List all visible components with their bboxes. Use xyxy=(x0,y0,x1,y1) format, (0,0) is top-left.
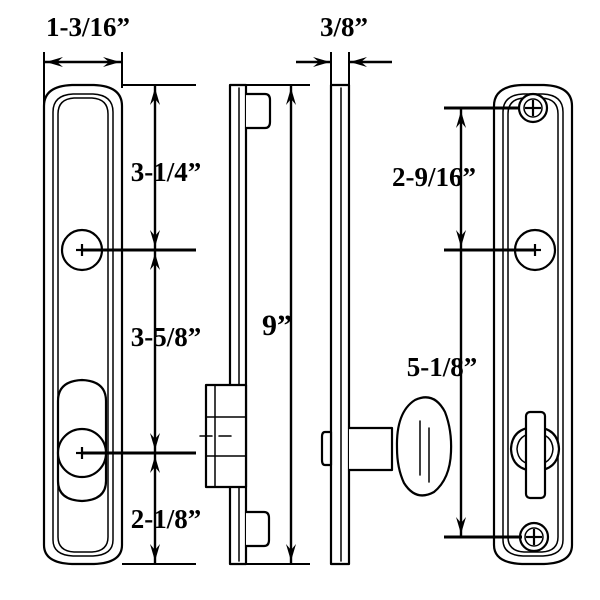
dimension-screw-to-center: 2-9/16” xyxy=(392,106,535,252)
knob-spindle xyxy=(347,426,394,472)
dimension-cylinder-to-bottom-label: 2-1/8” xyxy=(131,504,202,534)
interior-plate-inner-bevel xyxy=(502,93,564,557)
dimension-top-to-keyhole-label: 3-1/4” xyxy=(131,157,202,187)
dimension-plate-width: 1-3/16” xyxy=(43,12,130,104)
dimension-overall-height-label: 9” xyxy=(262,309,292,342)
dimension-center-to-bottom-screw: 5-1/8” xyxy=(407,250,522,539)
view-edge-profile xyxy=(320,83,453,566)
dimension-overall-height: 9” xyxy=(246,84,310,565)
edge-profile-body xyxy=(329,83,351,566)
dimension-center-to-bottom-screw-label: 5-1/8” xyxy=(407,352,478,382)
bottom-hook-tab xyxy=(244,510,271,548)
view-interior-escutcheon xyxy=(492,83,574,566)
dimension-plate-thickness-label: 3/8” xyxy=(320,12,368,42)
edge-section-body xyxy=(228,83,248,566)
dimension-plate-width-label: 1-3/16” xyxy=(46,12,130,42)
view-edge-section xyxy=(199,83,272,566)
dimension-keyhole-to-cylinder-label: 3-5/8” xyxy=(131,322,202,352)
dimension-cylinder-to-bottom: 2-1/8” xyxy=(122,453,202,565)
view-exterior-escutcheon xyxy=(42,83,124,566)
exterior-plate-inner-bevel xyxy=(52,93,114,557)
dimension-plate-thickness: 3/8” xyxy=(296,12,392,88)
thumbturn-lever xyxy=(524,410,547,500)
dimension-keyhole-to-cylinder: 3-5/8” xyxy=(82,250,202,455)
top-phillips-screw xyxy=(517,92,549,124)
oval-knob xyxy=(395,396,453,497)
bottom-phillips-screw xyxy=(518,521,550,553)
edge-profile-nub xyxy=(320,430,333,467)
interior-plate-inner-bevel-2 xyxy=(507,97,559,553)
top-hook-tab xyxy=(244,92,272,130)
dimension-top-to-keyhole: 3-1/4” xyxy=(82,84,202,252)
exterior-plate-inner-bevel-2 xyxy=(57,97,109,553)
dimension-screw-to-center-label: 2-9/16” xyxy=(392,162,476,192)
